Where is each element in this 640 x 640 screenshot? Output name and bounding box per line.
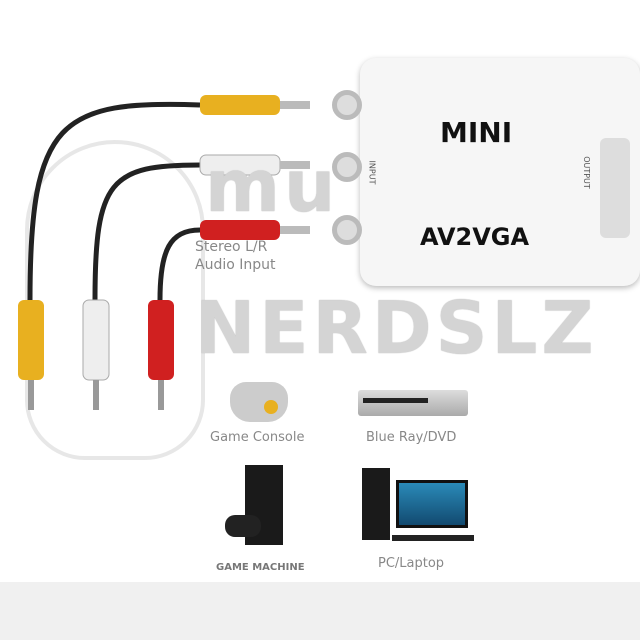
device-label-game-machine: GAME MACHINE <box>216 562 305 573</box>
monitor-screen <box>396 480 468 528</box>
desktop-pc-icon <box>362 468 390 540</box>
audio-label-line1: Stereo L/R <box>195 239 268 255</box>
game-console-icon <box>225 465 283 545</box>
red-plug-bottom <box>148 300 174 380</box>
mini-label: MINI <box>440 116 513 149</box>
red-plug <box>200 220 280 240</box>
device-label-pc-laptop: PC/Laptop <box>378 556 445 571</box>
av2vga-converter: MINI AV2VGA INPUT OUTPUT <box>360 58 640 286</box>
keyboard <box>392 535 474 541</box>
vga-port <box>600 138 630 238</box>
device-label-blue-ray: Blue Ray/DVD <box>366 430 457 445</box>
footer-band <box>0 582 640 640</box>
yellow-jack <box>332 90 362 120</box>
white-jack <box>332 152 362 182</box>
gamepad-icon <box>230 382 288 422</box>
input-label: INPUT <box>367 160 377 185</box>
model-label: AV2VGA <box>420 223 530 251</box>
audio-input-label: Stereo L/R Audio Input <box>195 238 276 274</box>
output-label: OUTPUT <box>581 156 591 189</box>
red-jack <box>332 215 362 245</box>
device-label-game-console: Game Console <box>210 430 305 445</box>
yellow-plug <box>200 95 280 115</box>
watermark-top: mu <box>205 144 340 228</box>
audio-label-line2: Audio Input <box>195 257 276 273</box>
watermark-bottom: NERDSLZ <box>195 286 598 370</box>
yellow-plug-bottom <box>18 300 44 380</box>
white-plug-bottom <box>82 299 110 381</box>
dvd-player-icon <box>358 390 468 416</box>
